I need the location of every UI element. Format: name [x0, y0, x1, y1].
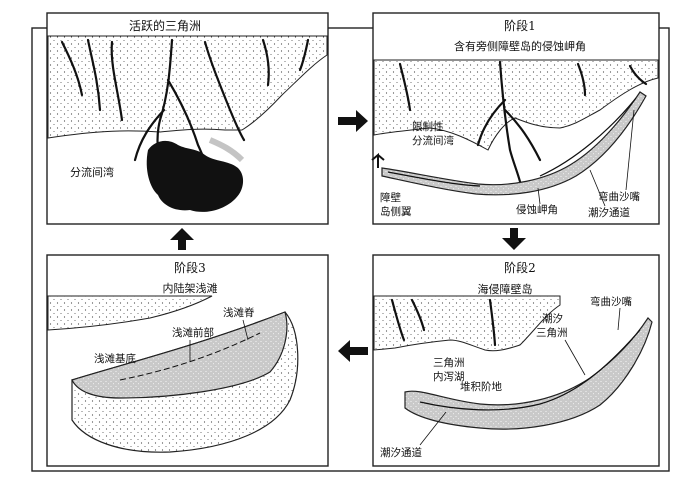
stage3-shoal-top [71, 311, 288, 399]
active-delta-title: 活跃的三角洲 [129, 18, 201, 33]
stage2-title: 阶段2 [504, 260, 536, 275]
panel-active-delta: 活跃的三角洲 分流间湾 [46, 12, 329, 225]
barrier-island [381, 91, 647, 196]
stage2-tidal-delta-2: 三角洲 [536, 327, 568, 339]
stage2-delta-lagoon-1: 三角洲 [433, 357, 465, 369]
arrow-to-stage1 [338, 110, 368, 132]
stage2-curved-spit: 弯曲沙嘴 [590, 295, 632, 308]
stage1-land [373, 59, 659, 151]
cycle-arrows [170, 110, 526, 362]
panel-stage1: 阶段1 含有旁侧障壁岛的侵蚀岬角 限制性 分流间湾 障壁 岛侧翼 侵蚀岬角 弯曲… [371, 12, 660, 225]
delta-plain [47, 35, 328, 139]
arrow-to-stage3 [338, 340, 368, 362]
stage3-land [47, 295, 213, 331]
stage2-channels [390, 298, 497, 347]
stage2-barrier [404, 317, 653, 430]
stage3-shoal-base: 浅滩基底 [94, 352, 136, 365]
stage1-restricted-bay-2: 分流间湾 [412, 134, 454, 147]
stage1-barrier-flank-1: 障壁 [380, 191, 401, 204]
stage2-land [373, 295, 561, 352]
stage3-subtitle: 内陆架浅滩 [163, 281, 218, 295]
stage1-subtitle: 含有旁侧障壁岛的侵蚀岬角 [454, 39, 586, 53]
stage1-erosional-headland: 侵蚀岬角 [516, 203, 558, 216]
stage2-depositional-terrace: 堆积阶地 [460, 380, 502, 393]
stage2-subtitle: 海侵障壁岛 [478, 282, 533, 296]
stage3-title: 阶段3 [174, 260, 206, 275]
stage1-title: 阶段1 [504, 18, 536, 33]
panel-stage3: 阶段3 内陆架浅滩 浅滩脊 浅滩前部 浅滩基底 [46, 254, 329, 467]
interdistributary-bay-label: 分流间湾 [70, 165, 114, 179]
stage3-shoal-front: 浅滩前部 [172, 326, 214, 339]
outer-frame [31, 27, 670, 472]
arrow-to-active [170, 228, 194, 250]
stage1-tidal-channel: 潮汐通道 [588, 206, 630, 219]
stage1-barrier-flank-2: 岛侧翼 [380, 205, 412, 218]
stage2-tidal-delta-1: 潮汐 [542, 312, 563, 325]
delta-lobe [146, 140, 244, 212]
stage2-tidal-channel: 潮汐通道 [380, 446, 422, 459]
stage2-leaders [419, 307, 621, 446]
stage1-leaders [537, 109, 635, 207]
stage1-restricted-bay-1: 限制性 [412, 120, 444, 133]
stage3-shoal-ridge: 浅滩脊 [223, 306, 255, 319]
stage3-leaders [189, 319, 249, 362]
stage1-curved-spit: 弯曲沙嘴 [598, 190, 640, 203]
panel-stage2: 阶段2 海侵障壁岛 潮汐 三角洲 弯曲沙嘴 三角洲 内泻湖 堆积阶地 潮汐通道 [372, 254, 660, 467]
stage1-channels [398, 60, 648, 192]
stage2-delta-lagoon-2: 内泻湖 [433, 370, 465, 383]
arrow-to-stage2 [502, 228, 526, 250]
